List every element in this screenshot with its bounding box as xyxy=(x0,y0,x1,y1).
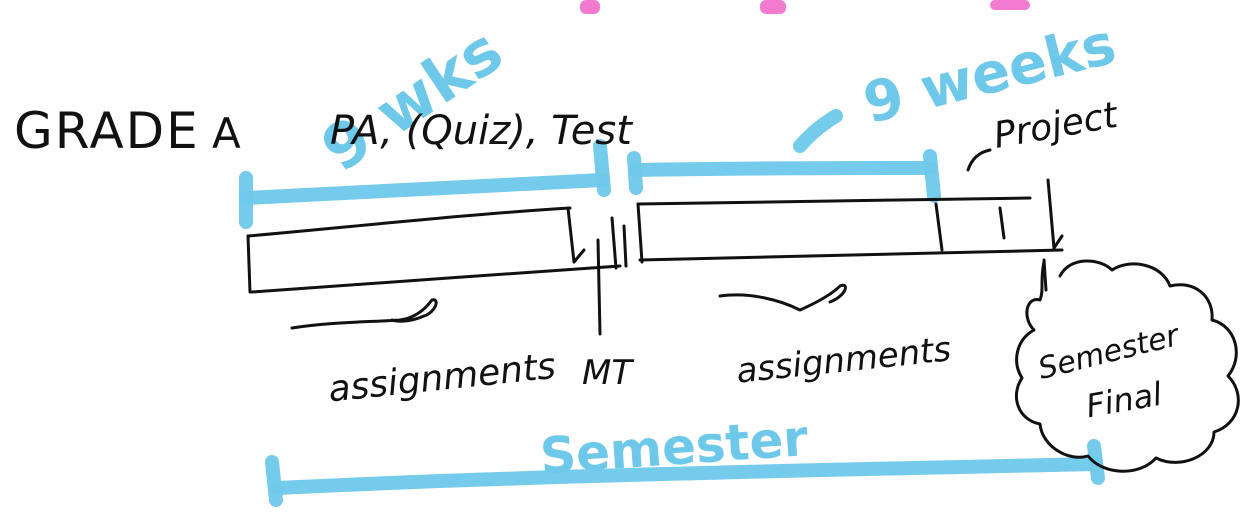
pink-mark-2 xyxy=(760,0,786,14)
assignments-label-1: assignments xyxy=(326,346,557,411)
timeline-bar-second-half xyxy=(636,178,1064,264)
highlight-label-9-wks: 9 wks xyxy=(309,14,516,186)
semester-final-cloud xyxy=(1014,259,1240,473)
assignments-brace-1 xyxy=(290,298,438,330)
grading-items-label: PA, (Quiz), Test xyxy=(330,108,633,154)
timeline-bar-first-half xyxy=(246,206,628,294)
project-tick xyxy=(966,148,992,172)
pink-mark-1 xyxy=(580,0,600,14)
highlight-bracket-first-9-weeks xyxy=(239,139,611,229)
midterm-marker-line xyxy=(596,238,602,336)
grade-label: GRADE xyxy=(14,102,200,160)
grade-suffix: A xyxy=(212,109,241,158)
semester-final-label-line1: Semester xyxy=(1035,318,1184,387)
highlight-bracket-second-9-weeks xyxy=(627,109,941,203)
assignments-brace-2 xyxy=(718,283,847,312)
pink-mark-3 xyxy=(990,0,1030,10)
assignments-label-2: assignments xyxy=(734,329,952,391)
project-label: Project xyxy=(991,95,1123,157)
semester-final-arrow xyxy=(1042,258,1048,292)
semester-final-label-line2: Final xyxy=(1083,375,1165,426)
midterm-label: MT xyxy=(582,353,634,393)
